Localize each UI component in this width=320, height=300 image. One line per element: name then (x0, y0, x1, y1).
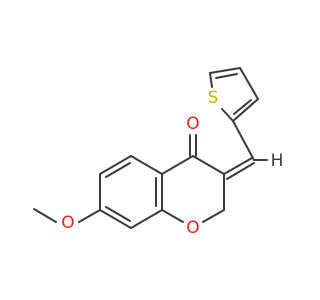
bond-c4a-c4 (161, 155, 194, 175)
bond-s-c5thio (209, 72, 213, 88)
thiophene-ring: S (208, 67, 259, 161)
bond-c3thio-c2thio (232, 98, 259, 122)
bond-c5-c6-inner (105, 162, 131, 178)
bond-c3-ch-a (223, 157, 253, 175)
bond-oring-c8a (161, 209, 184, 223)
bond-ometh-ch3 (33, 208, 57, 223)
sulfur-label: S (208, 88, 219, 108)
exocyclic-double-bond: H (223, 151, 284, 180)
bond-c8-c8a (130, 209, 163, 229)
bond-c4thio-c3thio (239, 67, 259, 100)
bond-c2-oring (202, 209, 225, 223)
bond-ch-c2thio (232, 120, 255, 161)
bond-c7-ometh (78, 209, 101, 223)
bond-c3-ch-b (226, 162, 255, 180)
hydrogen-vinyl-label: H (271, 151, 284, 171)
oxygen-carbonyl-label: O (186, 114, 199, 134)
bond-c7-c8 (99, 209, 132, 229)
bond-c5thio-c4thio-inner (215, 73, 238, 79)
bond-c3thio-c2thio-inner (233, 99, 252, 115)
pyranone-ring: O (161, 155, 225, 238)
bond-c5thio-c4thio (209, 67, 241, 74)
molecule-structure-diagram: O O O H S (33, 67, 284, 238)
benzene-ring (99, 155, 163, 229)
bond-c4-c3 (192, 155, 225, 175)
bond-c2thio-s (221, 108, 234, 122)
methoxy-group: O (33, 208, 101, 233)
carbonyl-group: O (186, 114, 200, 157)
bond-c5-c6 (99, 155, 132, 175)
bond-c5-c4a (130, 155, 163, 175)
bond-c7-c8-inner (105, 206, 131, 222)
oxygen-methoxy-label: O (61, 213, 74, 233)
oxygen-ring-label: O (186, 218, 199, 238)
